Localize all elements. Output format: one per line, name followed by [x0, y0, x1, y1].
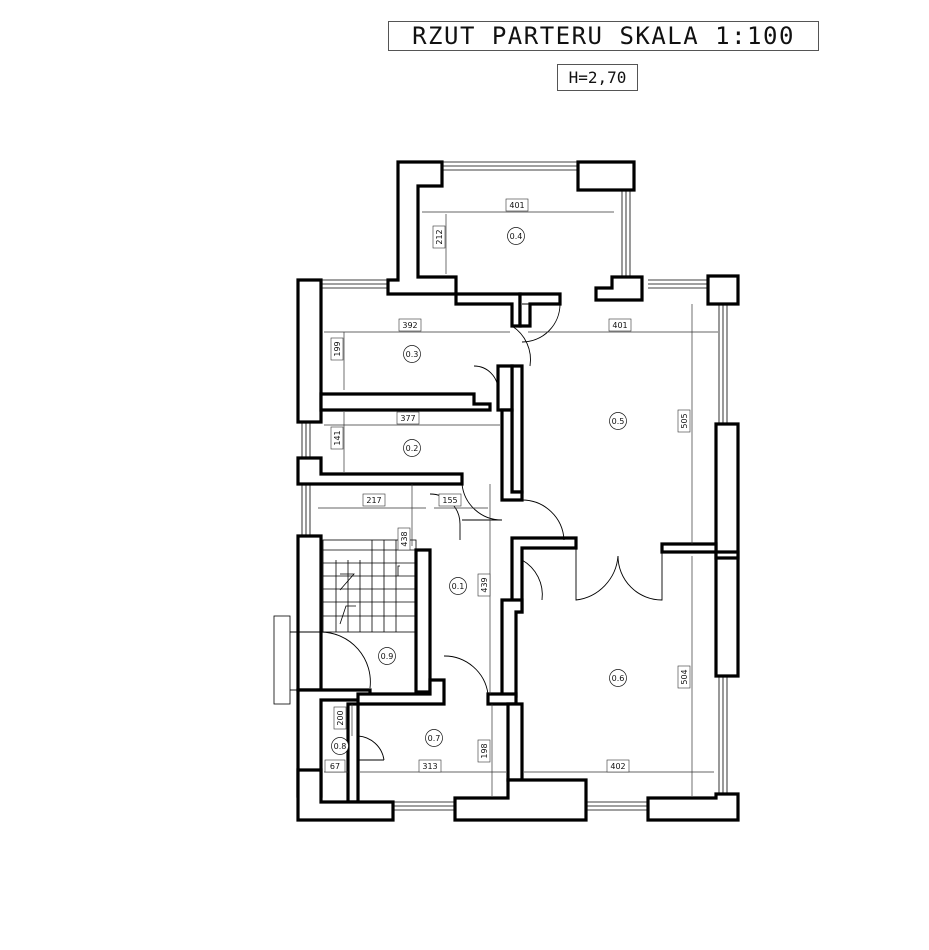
dim-box-67: [324, 759, 346, 773]
dim-box-402: [606, 759, 630, 773]
room-marker-04: [507, 227, 525, 245]
dim-label-505: 505: [680, 413, 689, 428]
room-label-05: 0.5: [612, 417, 625, 426]
room-marker-02: [403, 439, 421, 457]
dim-label-200: 200: [336, 710, 345, 725]
room-marker-06: [609, 669, 627, 687]
dim-box-217: [362, 493, 386, 507]
room-label-03: 0.3: [406, 350, 419, 359]
dim-label-217: 217: [366, 496, 381, 505]
dim-label-141: 141: [333, 430, 342, 445]
walls: [273, 160, 740, 822]
dim-label-212: 212: [435, 229, 444, 244]
room-marker-01: [449, 577, 467, 595]
dim-label-402: 402: [610, 762, 625, 771]
dim-label-438: 438: [400, 531, 409, 546]
room-marker-09: [378, 647, 396, 665]
room-label-01: 0.1: [452, 582, 465, 591]
dim-label-67: 67: [330, 762, 340, 771]
height-label: H=2,70: [557, 64, 638, 91]
room-marker-07: [425, 729, 443, 747]
dim-label-401-top: 401: [509, 201, 524, 210]
dim-box-504: [677, 665, 691, 689]
room-labels: 0.4 0.3 0.5 0.2 0.1 0.9 0.6 0.7 0.8: [331, 227, 627, 755]
dim-label-439: 439: [480, 577, 489, 592]
doors: [290, 303, 663, 761]
dim-box-141: [330, 426, 344, 450]
dim-box-392: [398, 318, 422, 332]
room-marker-05: [609, 412, 627, 430]
dim-label-313: 313: [422, 762, 437, 771]
dim-box-199: [330, 337, 344, 361]
dim-label-377: 377: [400, 414, 415, 423]
dimension-labels: 401 212 392 199 401 505 377 141 217 155 …: [324, 198, 691, 773]
room-label-04: 0.4: [510, 232, 523, 241]
dim-box-212: [432, 225, 446, 249]
dim-box-200: [333, 706, 347, 730]
room-marker-03: [403, 345, 421, 363]
dim-box-401-mid: [608, 318, 632, 332]
drawing-title: RZUT PARTERU SKALA 1:100: [388, 21, 819, 51]
dim-label-155: 155: [442, 496, 457, 505]
dim-box-155: [438, 493, 462, 507]
room-label-07: 0.7: [428, 734, 441, 743]
dim-box-377: [396, 411, 420, 425]
dim-box-439: [477, 573, 491, 597]
room-label-09: 0.9: [381, 652, 394, 661]
dim-box-505: [677, 409, 691, 433]
dim-label-392: 392: [402, 321, 417, 330]
dim-box-313: [418, 759, 442, 773]
room-marker-08: [331, 737, 349, 755]
dim-label-401-mid: 401: [612, 321, 627, 330]
dim-label-504: 504: [680, 669, 689, 684]
dim-box-401-top: [505, 198, 529, 212]
room-label-02: 0.2: [406, 444, 419, 453]
dim-label-198: 198: [480, 743, 489, 758]
room-label-06: 0.6: [612, 674, 625, 683]
dim-box-438: [397, 527, 411, 551]
room-label-08: 0.8: [334, 742, 347, 751]
dim-label-199: 199: [333, 341, 342, 356]
dim-box-198: [477, 739, 491, 763]
staircase: [322, 539, 417, 633]
